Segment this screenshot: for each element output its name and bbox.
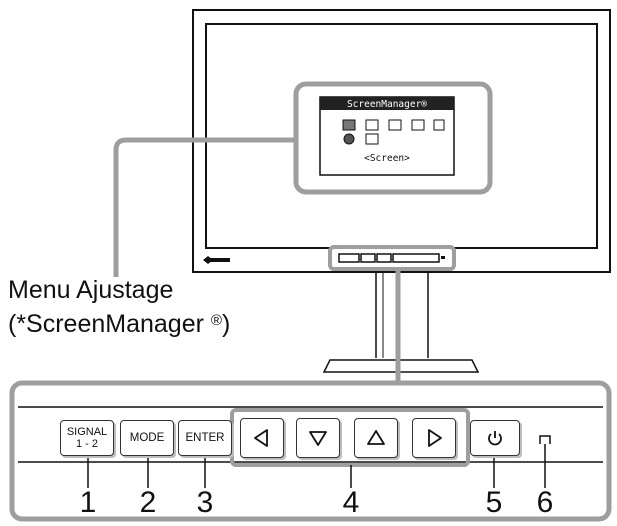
power-led-indicator: [539, 435, 551, 444]
enter-button-label: ENTER: [185, 432, 225, 444]
up-button[interactable]: [354, 418, 398, 458]
caption-line-2: (*ScreenManager ®): [8, 310, 230, 339]
callout-number-4: 4: [342, 486, 360, 519]
down-button[interactable]: [296, 418, 340, 458]
right-triangle-icon: [428, 429, 442, 447]
leader-line-osd: [113, 137, 296, 277]
power-button[interactable]: [470, 420, 520, 456]
signal-button-label-2: 1 - 2: [75, 438, 98, 450]
osd-subtitle: <Screen>: [364, 153, 410, 164]
callout-number-2: 2: [139, 486, 157, 519]
arrow-buttons-highlight: [230, 408, 470, 467]
down-triangle-icon: [309, 431, 327, 446]
callout-lines: [87, 444, 546, 488]
brand-logo-icon: [203, 256, 230, 264]
callout-number-6: 6: [536, 486, 554, 519]
osd-title: ScreenManager®: [346, 99, 428, 110]
signal-button-label-1: SIGNAL: [66, 426, 108, 438]
callout-number-5: 5: [485, 486, 503, 519]
registered-mark: ®: [210, 312, 222, 329]
callout-number-3: 3: [196, 486, 214, 519]
osd-menu-icons: [342, 119, 445, 145]
caption-line-1: Menu Ajustage: [8, 276, 174, 304]
monitor-stand: [322, 272, 480, 373]
up-triangle-icon: [367, 430, 385, 445]
caption-line-2-close: ): [221, 310, 231, 338]
bezel-buttons-highlight: [328, 245, 456, 271]
monitor: [192, 9, 611, 373]
left-triangle-icon: [254, 429, 268, 447]
enter-button[interactable]: ENTER: [178, 420, 232, 456]
right-button[interactable]: [412, 418, 456, 458]
osd-title-bar: [320, 97, 454, 110]
power-icon: [488, 431, 502, 446]
signal-button[interactable]: SIGNAL 1 - 2: [60, 420, 114, 456]
callout-number-1: 1: [79, 486, 97, 519]
mode-button-label: MODE: [129, 432, 165, 444]
caption-line-2-text: (*ScreenManager: [8, 310, 211, 338]
mode-button[interactable]: MODE: [120, 420, 174, 456]
bezel-button-strip: [338, 253, 445, 263]
osd-window: [319, 96, 455, 176]
left-button[interactable]: [240, 418, 284, 458]
